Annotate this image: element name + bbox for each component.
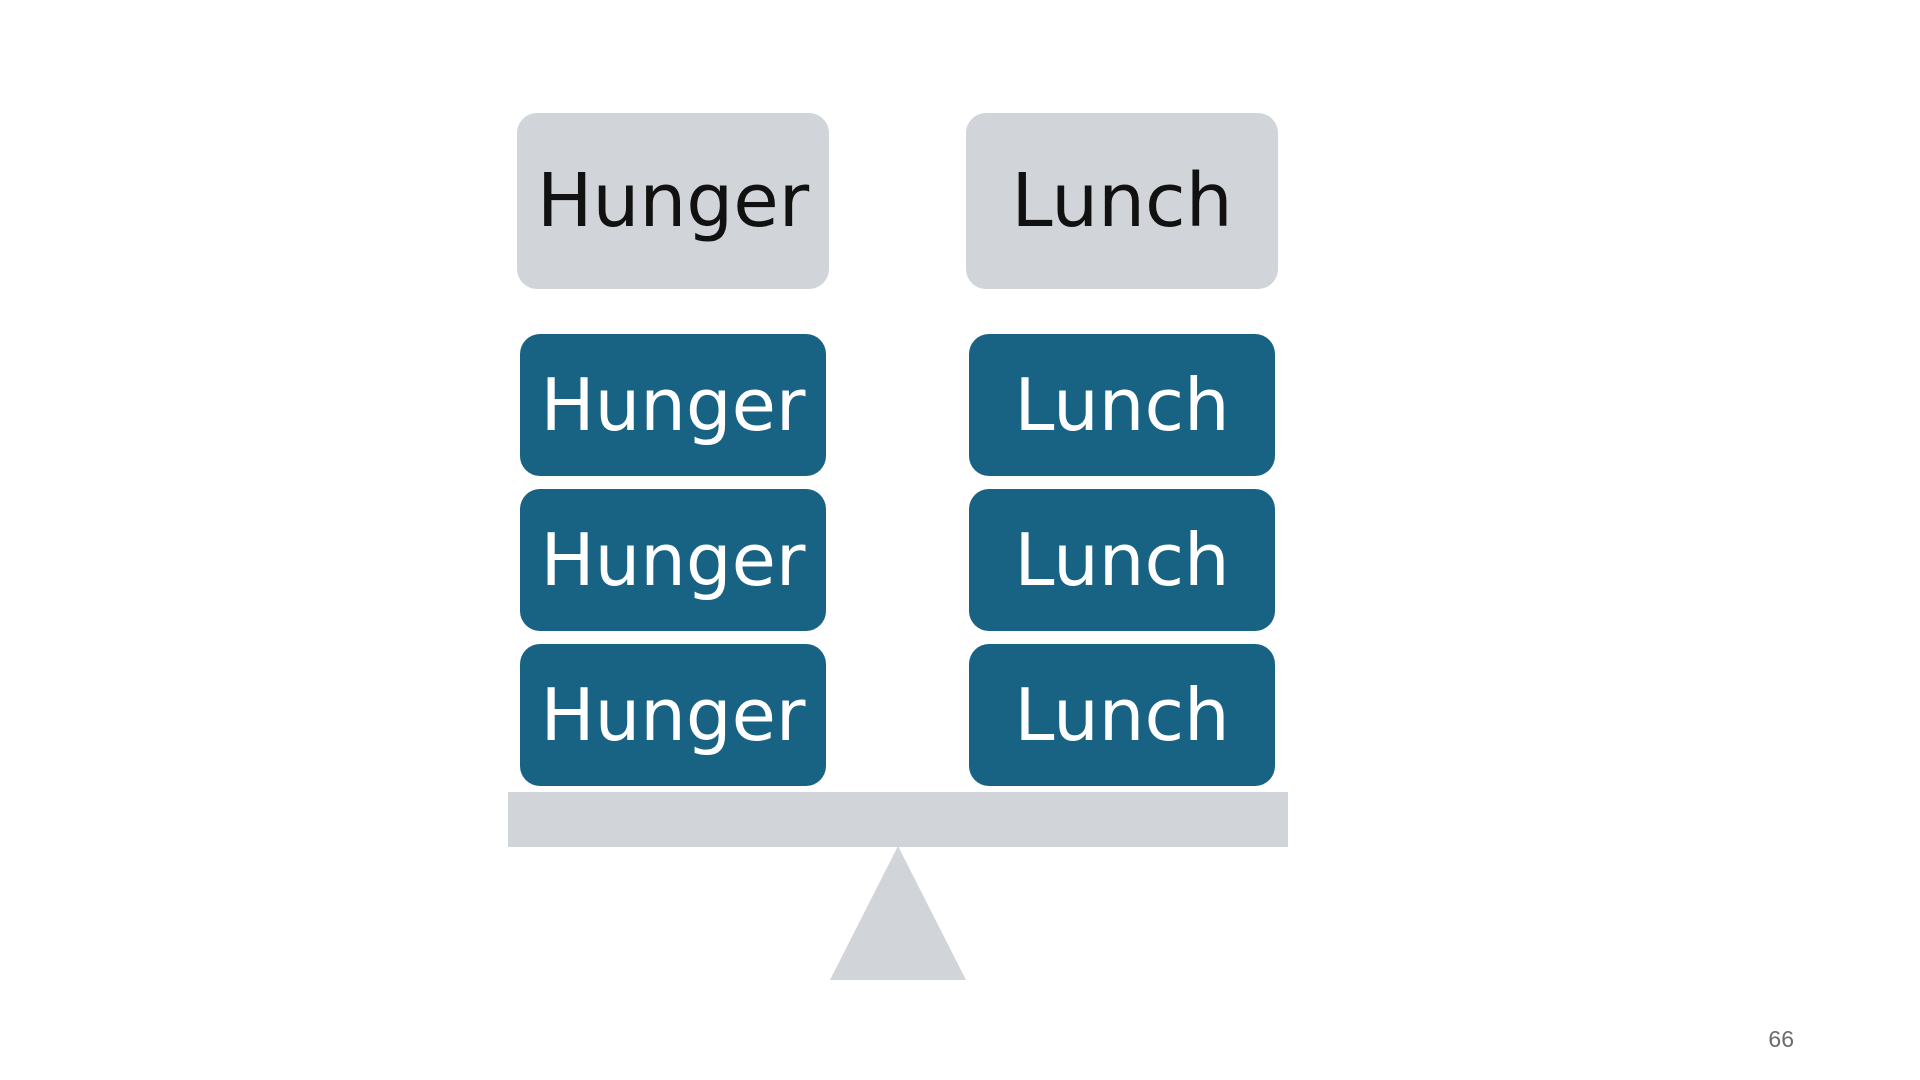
left-stack-block: Hunger [520,644,826,786]
right-stack-label: Lunch [1014,363,1230,447]
right-stack-block: Lunch [969,334,1275,476]
fulcrum-triangle [830,846,966,980]
left-stack-block: Hunger [520,334,826,476]
page-number: 66 [1768,1026,1794,1052]
right-stack-label: Lunch [1014,673,1230,757]
right-header-box: Lunch [966,113,1278,289]
right-stack-block: Lunch [969,644,1275,786]
left-header-label: Hunger [536,158,810,244]
right-stack-label: Lunch [1014,518,1230,602]
left-header-box: Hunger [517,113,829,289]
left-stack-label: Hunger [540,363,806,447]
scale-beam [508,792,1288,847]
right-header-label: Lunch [1011,158,1233,244]
left-stack-label: Hunger [540,673,806,757]
left-stack-block: Hunger [520,489,826,631]
left-stack-label: Hunger [540,518,806,602]
right-stack-block: Lunch [969,489,1275,631]
scale-fulcrum [830,846,966,980]
